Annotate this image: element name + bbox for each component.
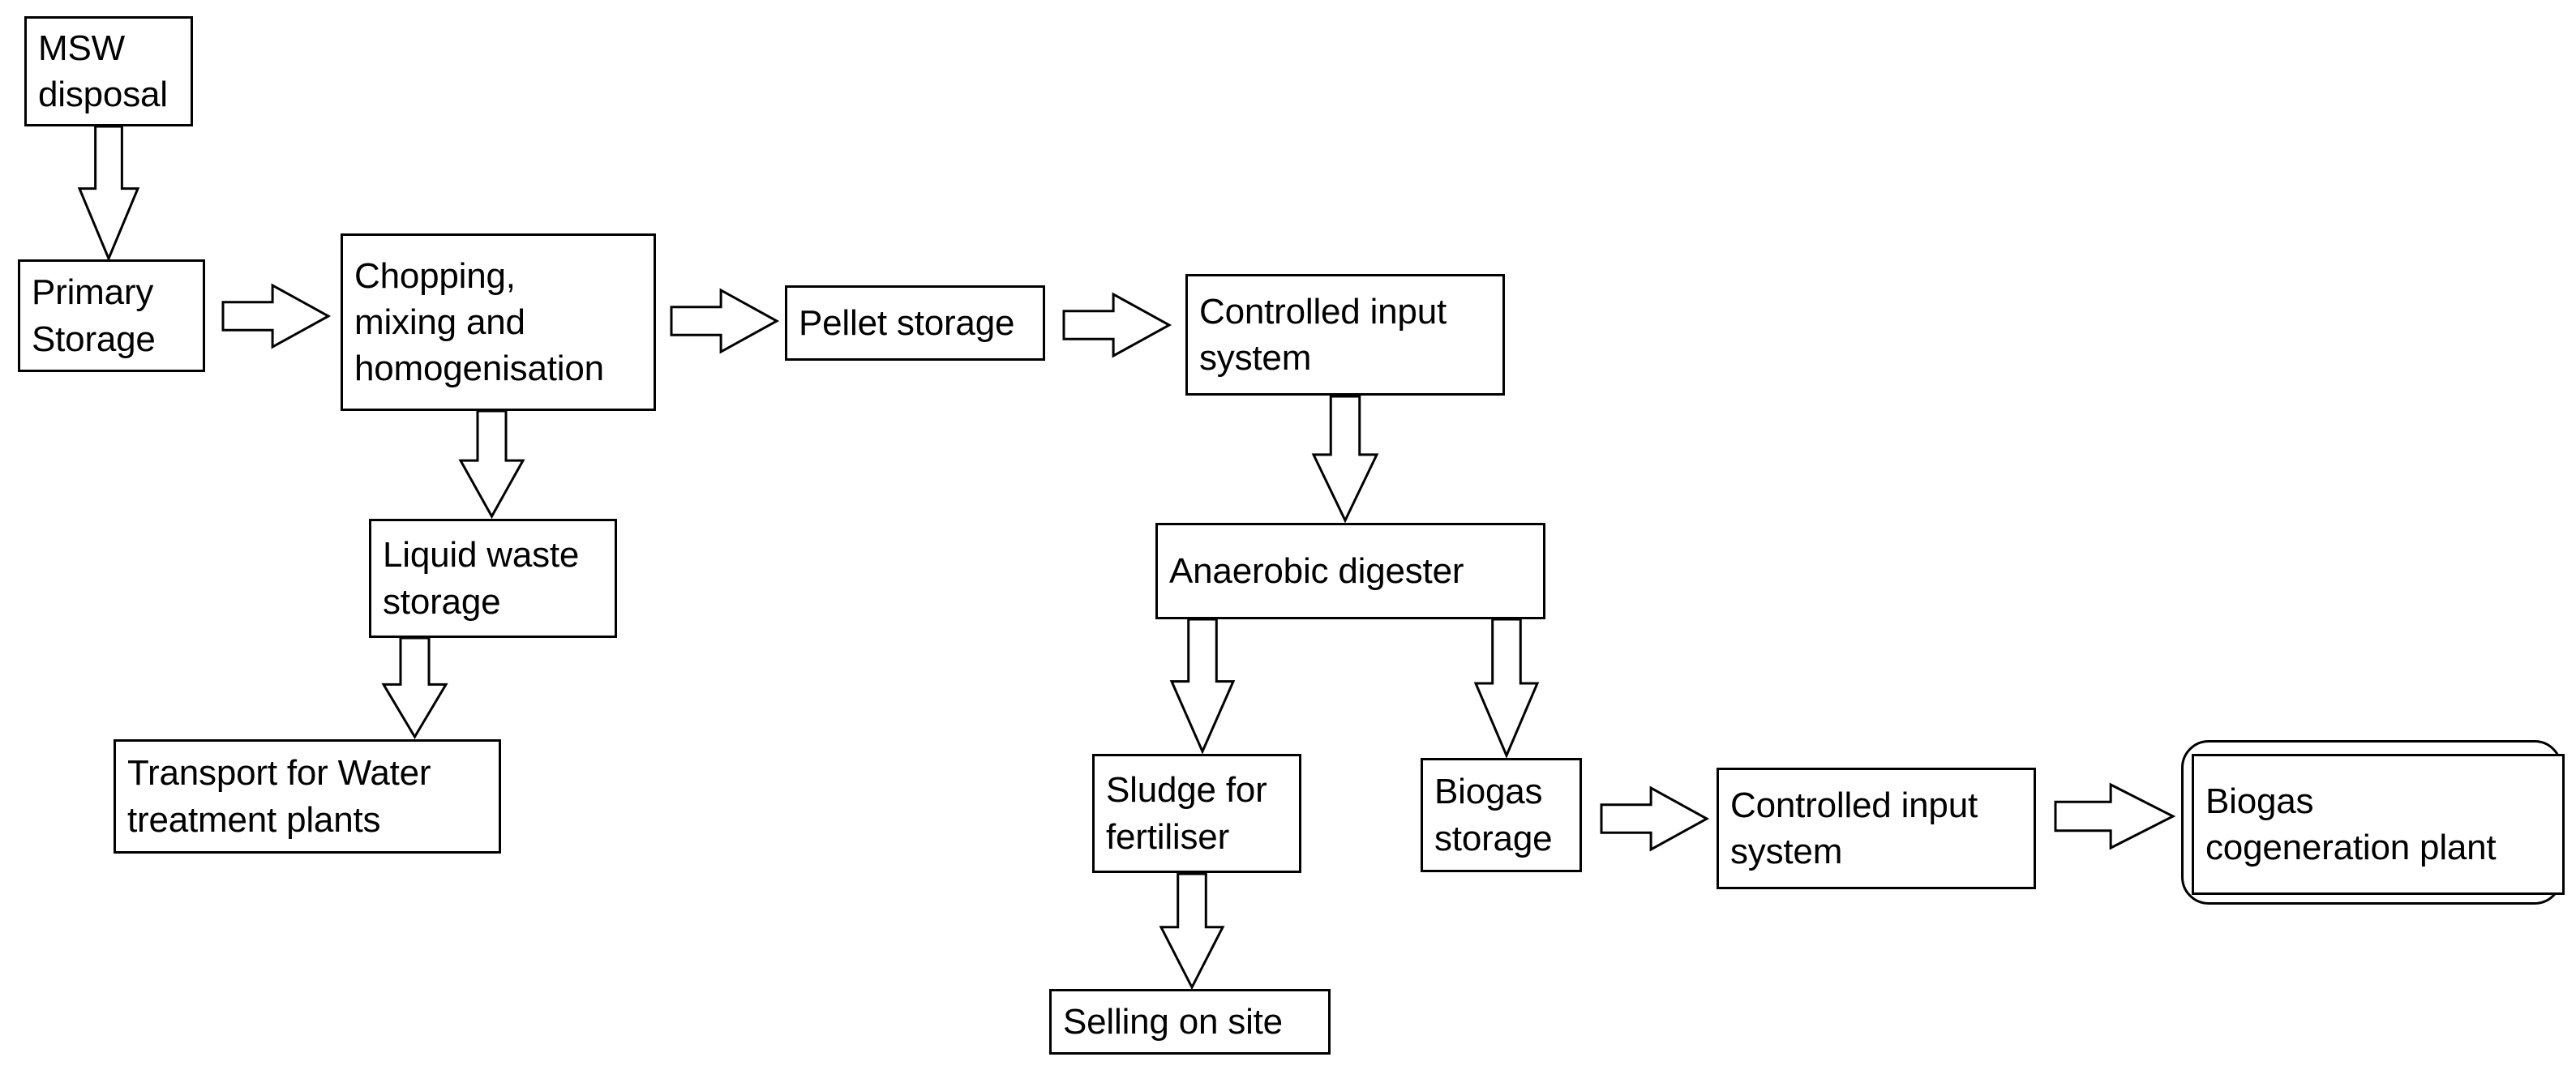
node-label-pellet_storage: Pellet storage: [799, 302, 1015, 343]
node-label-selling_on_site: Selling on site: [1063, 1001, 1283, 1042]
node-controlled_input_1[interactable]: Controlled input system: [1185, 274, 1505, 396]
node-sludge_fertiliser[interactable]: Sludge for fertiliser: [1092, 754, 1301, 873]
node-selling_on_site[interactable]: Selling on site: [1049, 989, 1331, 1055]
arrow-biogas_storage-to-controlled_input_2: [1600, 785, 1710, 852]
node-label-primary_storage: Primary Storage: [32, 272, 156, 359]
node-label-liquid_waste: Liquid waste storage: [383, 535, 580, 622]
node-label-biogas_cogen: Biogas cogeneration plant: [2205, 781, 2497, 867]
node-biogas_cogen[interactable]: Biogas cogeneration plant: [2192, 754, 2565, 895]
node-controlled_input_2[interactable]: Controlled input system: [1717, 768, 2036, 889]
arrow-anaerobic_digester-to-sludge_fertiliser: [1169, 618, 1236, 755]
arrow-pellet_storage-to-controlled_input_1: [1062, 292, 1172, 358]
arrow-chopping-to-pellet_storage: [670, 288, 780, 354]
node-biogas_storage[interactable]: Biogas storage: [1421, 758, 1582, 872]
node-label-controlled_input_1: Controlled input system: [1199, 291, 1447, 378]
node-msw_disposal[interactable]: MSW disposal: [24, 16, 193, 126]
node-label-anaerobic_digester: Anaerobic digester: [1169, 550, 1464, 591]
arrow-controlled_input_1-to-anaerobic_digester: [1311, 395, 1379, 524]
arrow-anaerobic_digester-to-biogas_storage: [1473, 618, 1540, 759]
node-label-msw_disposal: MSW disposal: [38, 28, 168, 114]
node-chopping[interactable]: Chopping, mixing and homogenisation: [341, 233, 656, 411]
arrow-sludge_fertiliser-to-selling_on_site: [1159, 872, 1225, 991]
node-label-chopping: Chopping, mixing and homogenisation: [354, 255, 604, 389]
node-pellet_storage[interactable]: Pellet storage: [785, 285, 1045, 361]
node-anaerobic_digester[interactable]: Anaerobic digester: [1155, 523, 1545, 619]
arrow-chopping-to-liquid_waste: [458, 409, 525, 520]
node-liquid_waste[interactable]: Liquid waste storage: [369, 519, 617, 638]
node-label-transport_water: Transport for Water treatment plants: [127, 753, 431, 840]
arrow-msw_disposal-to-primary_storage: [77, 125, 140, 262]
arrow-liquid_waste-to-transport_water: [381, 636, 448, 739]
node-transport_water[interactable]: Transport for Water treatment plants: [114, 739, 501, 854]
node-label-sludge_fertiliser: Sludge for fertiliser: [1106, 770, 1267, 857]
node-label-controlled_input_2: Controlled input system: [1730, 785, 1978, 871]
arrow-primary_storage-to-chopping: [221, 283, 332, 349]
arrow-controlled_input_2-to-biogas_cogen: [2054, 782, 2176, 850]
node-label-biogas_storage: Biogas storage: [1434, 772, 1553, 858]
node-primary_storage[interactable]: Primary Storage: [18, 259, 205, 372]
